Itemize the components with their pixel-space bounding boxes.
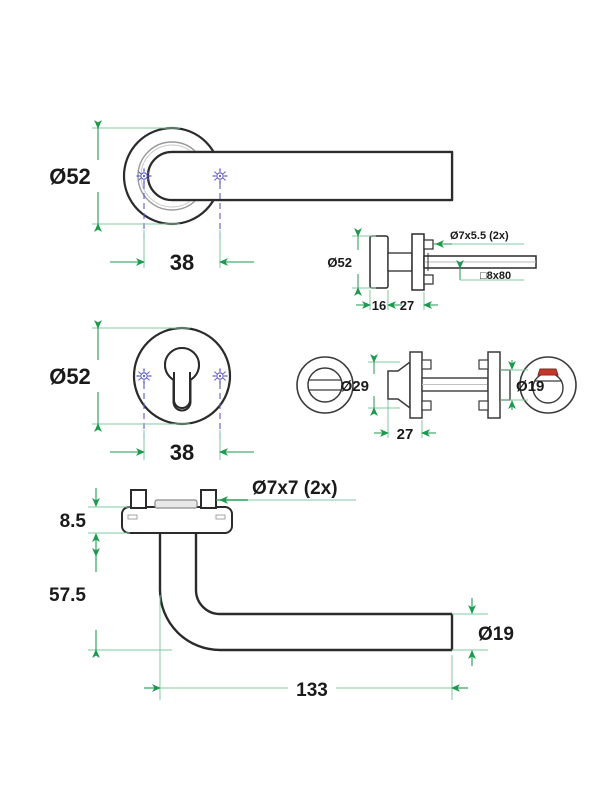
dimension-rose-diameter-top: Ø52 — [49, 120, 180, 232]
dimension-label-rose-depth: 16 — [372, 298, 386, 313]
dimension-fixing-centres-mid: 38 — [110, 430, 254, 465]
callout-spindle: □8x80 — [456, 260, 524, 282]
fixing-post-left — [130, 489, 147, 509]
dimension-rose-diameter-mid: Ø52 — [49, 320, 190, 432]
centre-pad — [154, 499, 198, 509]
callout-screw: Ø7x5.5 (2x) — [433, 230, 524, 248]
lever-neck-overlay — [146, 150, 454, 202]
dimension-turn-diameter: Ø29 — [341, 354, 400, 416]
dimension-rose-depth-and-offset: 16 27 — [356, 290, 438, 313]
turn-screw-lower — [421, 400, 432, 411]
dimension-label-plate-thickness: 8.5 — [60, 511, 87, 532]
view-lever-rosette-plan: Ø52 38 — [49, 120, 454, 275]
dimension-lever-height: 57.5 — [49, 548, 172, 658]
callout-fixing-post: Ø7x7 (2x) — [216, 478, 356, 504]
euro-cutout-tail — [173, 376, 191, 409]
dimension-label-fixing-centres-top: 38 — [170, 250, 194, 275]
rose-plate-elevation — [121, 489, 233, 534]
dimension-label-rose-diameter-detail: Ø52 — [327, 255, 352, 270]
red-indicator — [537, 368, 559, 376]
view-lever-elevation: 8.5 57.5 133 Ø19 — [49, 478, 514, 701]
dimension-label-spindle-offset: 27 — [400, 298, 414, 313]
thumbturn-face-view — [296, 356, 354, 414]
rose-body-side — [369, 235, 389, 289]
dimension-label-turn-diameter: Ø29 — [341, 378, 369, 395]
fixing-plate — [411, 233, 425, 291]
turn-rose-plate — [409, 351, 423, 419]
callout-label-fixing-post: Ø7x7 (2x) — [252, 478, 338, 499]
dimension-label-rose-diameter-top: Ø52 — [49, 164, 91, 189]
screw-head-lower — [423, 274, 434, 285]
view-rose-fixing-detail: Ø52 16 27 Ø7x5.5 (2x) □8x80 — [327, 228, 537, 313]
dimension-label-lever-height: 57.5 — [49, 585, 86, 606]
dimension-label-lever-length: 133 — [296, 680, 328, 701]
screw-head-upper — [423, 239, 434, 250]
connecting-spindle — [421, 377, 489, 392]
dimension-release-diameter: Ø19 — [500, 360, 544, 410]
dimension-lever-section: Ø19 — [452, 598, 514, 666]
turn-screw-upper — [421, 359, 432, 370]
dimension-turn-offset: 27 — [374, 400, 436, 443]
dimension-label-rose-diameter-mid: Ø52 — [49, 364, 91, 389]
indicator-face-view — [519, 356, 577, 414]
dimension-lever-length: 133 — [144, 595, 468, 701]
dimension-fixing-centres-top: 38 — [110, 230, 254, 275]
dimension-rose-diameter-detail: Ø52 — [327, 228, 376, 296]
dimension-label-fixing-centres-mid: 38 — [170, 440, 194, 465]
rose-collar — [387, 252, 413, 272]
callout-label-screw: Ø7x5.5 (2x) — [450, 230, 509, 242]
dimension-label-lever-section: Ø19 — [478, 624, 514, 645]
spindle-collar-lines — [423, 253, 429, 271]
view-thumbturn-assembly: Ø29 27 Ø19 — [296, 351, 577, 443]
thumbturn-body-side — [387, 351, 432, 419]
dimension-label-release-diameter: Ø19 — [516, 378, 544, 395]
fixing-post-right — [200, 489, 217, 509]
callout-label-spindle: □8x80 — [480, 270, 511, 282]
view-escutcheon-plan: Ø52 38 — [49, 320, 254, 465]
dimension-label-turn-offset: 27 — [397, 426, 414, 443]
